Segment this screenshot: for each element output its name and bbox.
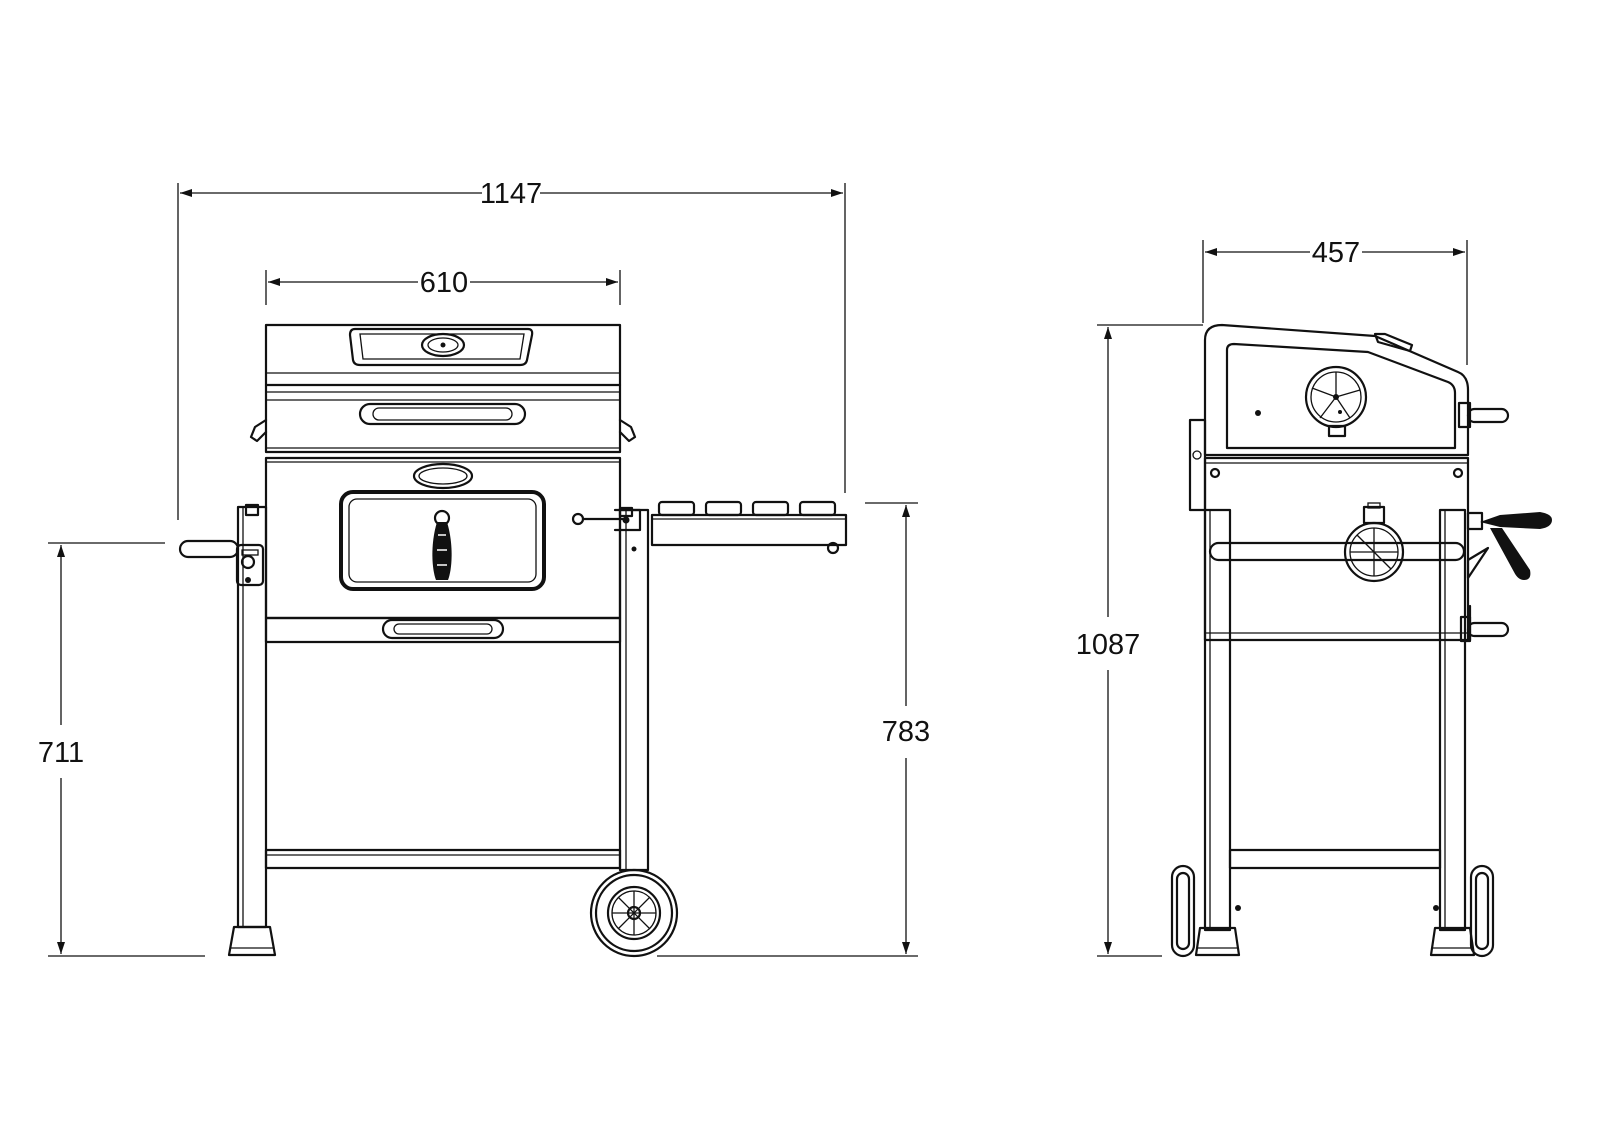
- grill-side-view: [1170, 323, 1552, 958]
- tool-hook-left: [178, 539, 240, 559]
- lower-handle: [381, 618, 505, 640]
- lower-vent-icon: [1343, 502, 1405, 583]
- dimension-grill-width: 610: [265, 267, 621, 305]
- door-handle: [432, 509, 452, 580]
- dimension-overall-width: 1147: [177, 178, 846, 520]
- dimension-label-side-depth: 457: [1312, 237, 1360, 269]
- side-legs: [1194, 508, 1476, 957]
- left-hinge: [249, 418, 268, 443]
- side-handle-bar: [1208, 541, 1466, 562]
- lid: [249, 323, 637, 454]
- side-foot-right: [1429, 926, 1476, 957]
- ash-door: [339, 490, 546, 591]
- dimension-label-overall-width: 1147: [480, 178, 542, 210]
- right-hinge: [618, 418, 637, 443]
- thermometer-icon: [420, 332, 466, 358]
- dimension-height-right: 783: [657, 502, 930, 957]
- dimension-height-left: 711: [38, 542, 205, 957]
- side-lid-handle: [1373, 332, 1414, 353]
- firebox: [264, 456, 622, 644]
- side-lower-crossbar: [1228, 848, 1442, 870]
- left-leg: [178, 503, 277, 957]
- side-shelf: [650, 500, 848, 555]
- side-tool-holder: [1459, 511, 1552, 643]
- side-wheel-right-icon: [1469, 864, 1495, 958]
- dimension-side-depth: 457: [1202, 237, 1468, 365]
- side-wheel-left-icon: [1170, 864, 1196, 958]
- brand-badge: [412, 462, 474, 490]
- dimension-label-height-right: 783: [882, 716, 930, 748]
- dimension-label-grill-width: 610: [420, 267, 468, 299]
- vent-icon: [1304, 365, 1368, 438]
- dimension-side-height: 1087: [1076, 324, 1203, 957]
- dimension-label-height-left: 711: [38, 737, 84, 769]
- lid-handle: [358, 402, 527, 426]
- left-foot: [227, 925, 277, 957]
- lower-crossbar: [264, 848, 622, 870]
- wheel-icon: [589, 868, 679, 958]
- bottle-opener-icon: [235, 543, 265, 587]
- right-leg: [571, 506, 679, 958]
- side-foot-left: [1194, 926, 1241, 957]
- side-lid: [1188, 323, 1510, 512]
- grill-front-view: [178, 323, 848, 958]
- dimension-label-side-height: 1087: [1076, 629, 1141, 661]
